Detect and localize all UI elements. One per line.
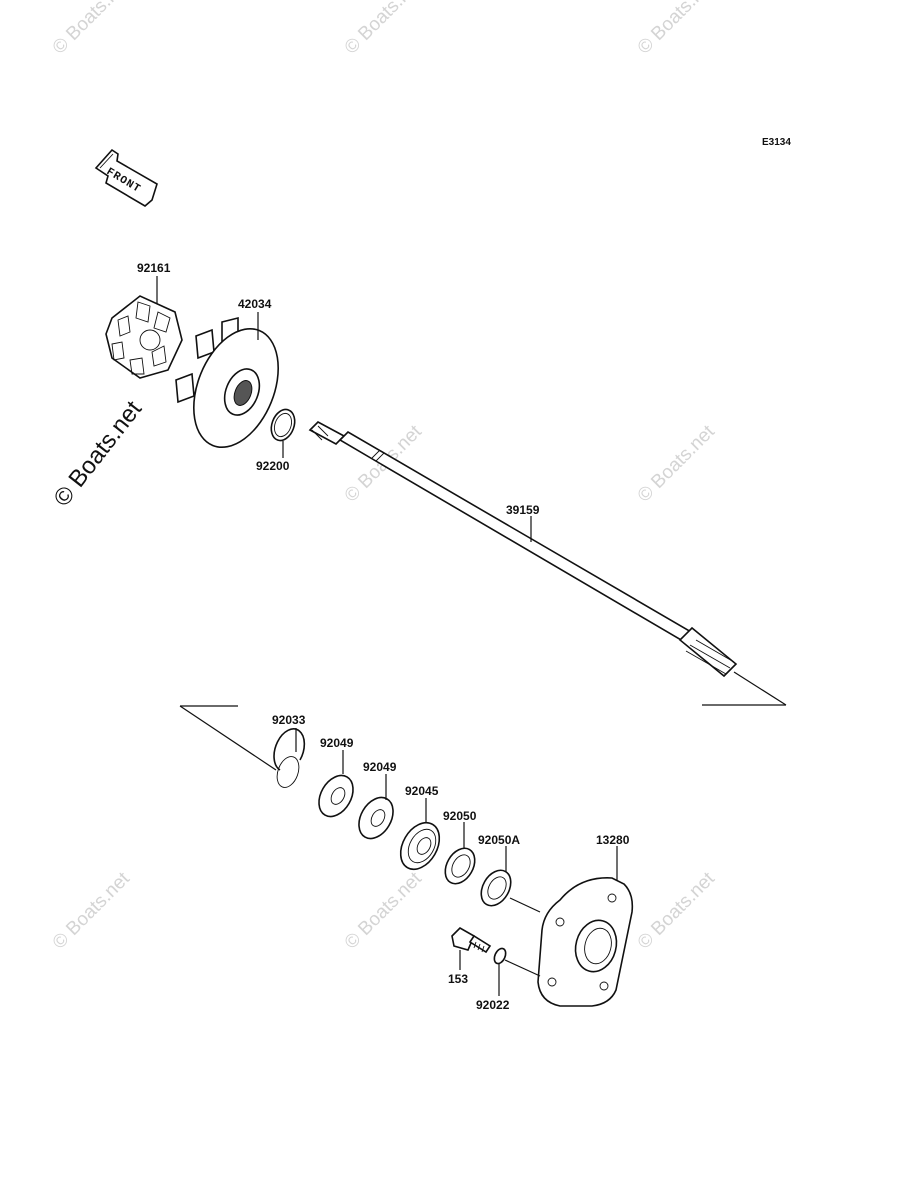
part-number-label: 13280 (596, 833, 630, 847)
part-number-label: 92033 (272, 713, 306, 727)
bearing-part-92045 (399, 821, 441, 871)
housing-part-13280 (537, 877, 634, 1007)
part-number-label: 92050 (443, 809, 477, 823)
watermark: © Boats.net (341, 0, 427, 59)
front-arrow-icon: FRONT (94, 148, 158, 207)
seal-part-92050a (480, 869, 512, 907)
washer-part-92049-b (358, 796, 394, 840)
diagram-code: E3134 (762, 137, 791, 148)
washer-part-92022 (493, 947, 507, 965)
shaft-part-39159 (308, 421, 738, 678)
part-number-label: 92161 (137, 261, 171, 275)
watermark: © Boats.net (341, 868, 427, 954)
part-number-label: 153 (448, 972, 468, 986)
part-number-label: 92049 (363, 760, 397, 774)
bolt-part-153 (451, 927, 492, 954)
ring-part-92200 (270, 408, 296, 442)
part-number-label: 92050A (478, 833, 520, 847)
part-number-label: 92200 (256, 459, 290, 473)
watermark: © Boats.net (634, 0, 720, 59)
watermark: © Boats.net (634, 868, 720, 954)
damper-part-92161 (105, 295, 183, 379)
part-number-label: 92022 (476, 998, 510, 1012)
part-number-label: 39159 (506, 503, 540, 517)
watermark: © Boats.net (49, 0, 135, 59)
part-number-label: 42034 (238, 297, 272, 311)
part-number-label: 92049 (320, 736, 354, 750)
coupling-part-42034 (175, 316, 279, 449)
watermark-large: © Boats.net (48, 396, 147, 512)
circlip-part-92033 (273, 728, 306, 788)
seal-part-92050 (444, 847, 476, 885)
watermark: © Boats.net (634, 421, 720, 507)
washer-part-92049-a (318, 774, 354, 818)
part-number-label: 92045 (405, 784, 439, 798)
watermark: © Boats.net (49, 868, 135, 954)
